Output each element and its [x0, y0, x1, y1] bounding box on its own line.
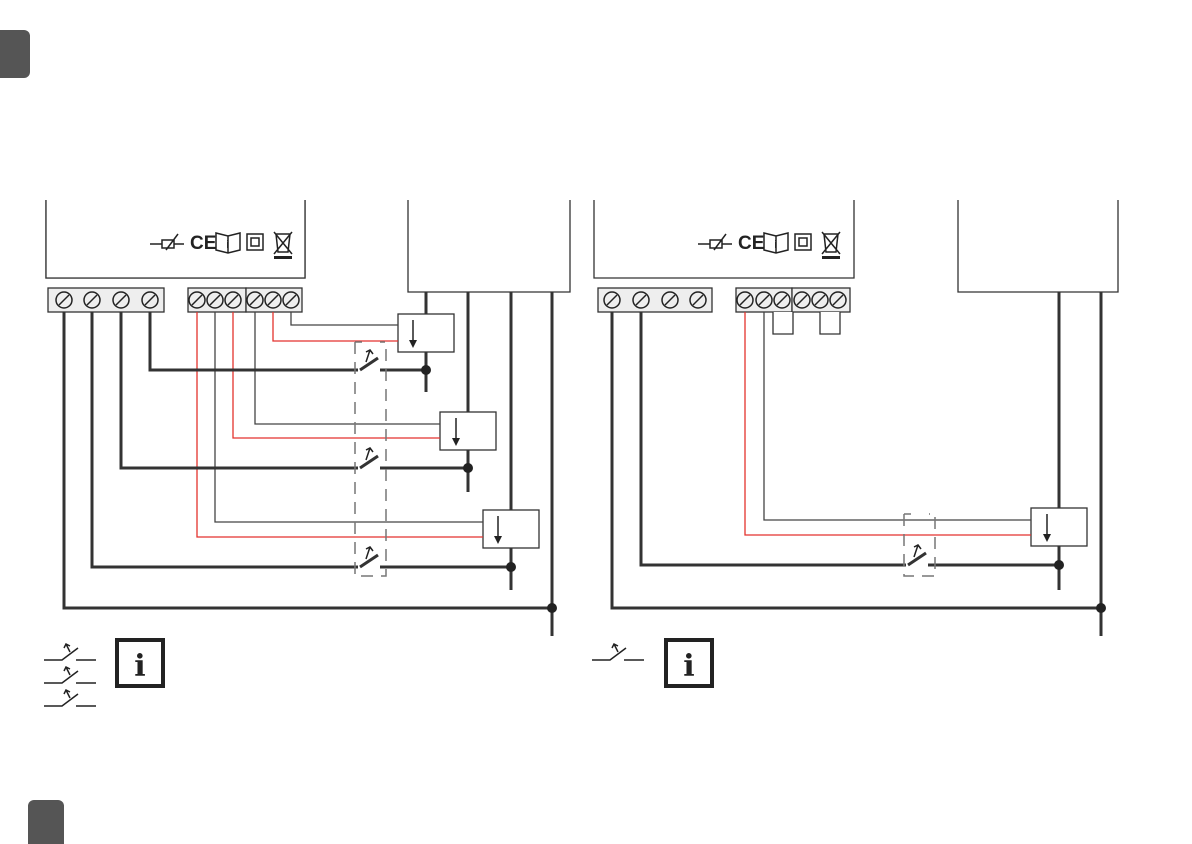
manual-info-glyph: i — [226, 238, 229, 251]
left-diagram: CE i — [44, 200, 570, 706]
right-diagram: CE i — [592, 200, 1118, 686]
jumper-bridge-2 — [820, 312, 840, 334]
actuator-right — [1031, 508, 1087, 546]
ce-mark-icon: CE — [190, 233, 216, 254]
switch-contact-1 — [360, 350, 426, 370]
controller-housing-right — [594, 200, 854, 278]
terminal-block-right-1 — [598, 288, 712, 312]
mechanical-coupling-left — [355, 342, 386, 576]
actuator-3 — [483, 510, 539, 548]
ce-mark-icon: CE — [738, 233, 764, 254]
switch-legend-left — [44, 644, 96, 706]
device-housing-right — [958, 200, 1118, 292]
svg-text:i: i — [683, 649, 694, 684]
switch-contact-3 — [360, 547, 511, 567]
device-housing-left — [408, 200, 570, 292]
actuator-2 — [440, 412, 496, 450]
switch-contact-right — [908, 545, 1059, 565]
info-icon: i — [666, 640, 712, 686]
info-icon: i — [117, 640, 163, 686]
svg-text:i: i — [134, 649, 145, 684]
mechanical-coupling-right — [904, 514, 935, 576]
jumper-bridge-1 — [773, 312, 793, 334]
switch-contact-2 — [360, 448, 468, 468]
terminal-block-left-1 — [48, 288, 164, 312]
actuator-1 — [398, 314, 454, 352]
terminal-block-left-2 — [188, 288, 302, 312]
switch-legend-right — [592, 644, 644, 660]
manual-info-glyph: i — [774, 238, 777, 251]
terminal-block-right-2 — [736, 288, 850, 312]
